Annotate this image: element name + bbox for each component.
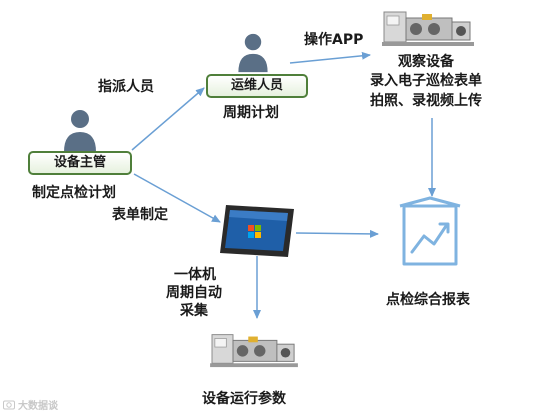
camera-logo-icon xyxy=(3,400,15,410)
label-collect: 采集 xyxy=(180,303,208,319)
watermark: 大数据谈 xyxy=(3,397,58,412)
role-manager: 设备主管 xyxy=(28,151,132,175)
person-icon xyxy=(64,110,96,152)
label-observe: 观察设备 xyxy=(398,54,454,70)
label-periodic-plan: 周期计划 xyxy=(223,105,279,121)
arrow-operator-to-machine xyxy=(289,51,371,64)
person-icon xyxy=(238,33,268,73)
arrow-manager-to-tablet xyxy=(133,173,221,223)
label-photo-video: 拍照、录视频上传 xyxy=(370,93,482,109)
role-operator: 运维人员 xyxy=(206,74,308,98)
watermark-text: 大数据谈 xyxy=(18,401,58,412)
label-params: 设备运行参数 xyxy=(202,391,286,407)
label-operate-app: 操作APP xyxy=(304,32,364,48)
label-auto: 周期自动 xyxy=(166,285,222,301)
label-report: 点检综合报表 xyxy=(386,292,470,308)
tablet-icon xyxy=(220,205,294,257)
machine-icon xyxy=(382,11,474,46)
role-manager-label: 设备主管 xyxy=(53,155,106,170)
label-all-in-one: 一体机 xyxy=(174,267,216,283)
arrow-manager-to-operator xyxy=(131,87,205,151)
label-form-make: 表单制定 xyxy=(112,207,168,223)
label-make-plan: 制定点检计划 xyxy=(32,185,116,201)
role-operator-label: 运维人员 xyxy=(230,78,283,93)
label-assign: 指派人员 xyxy=(98,79,154,95)
chart-box-icon xyxy=(399,196,461,266)
arrow-tablet-to-report xyxy=(295,229,379,238)
label-enter-form: 录入电子巡检表单 xyxy=(370,73,482,89)
machine-icon xyxy=(210,334,298,368)
